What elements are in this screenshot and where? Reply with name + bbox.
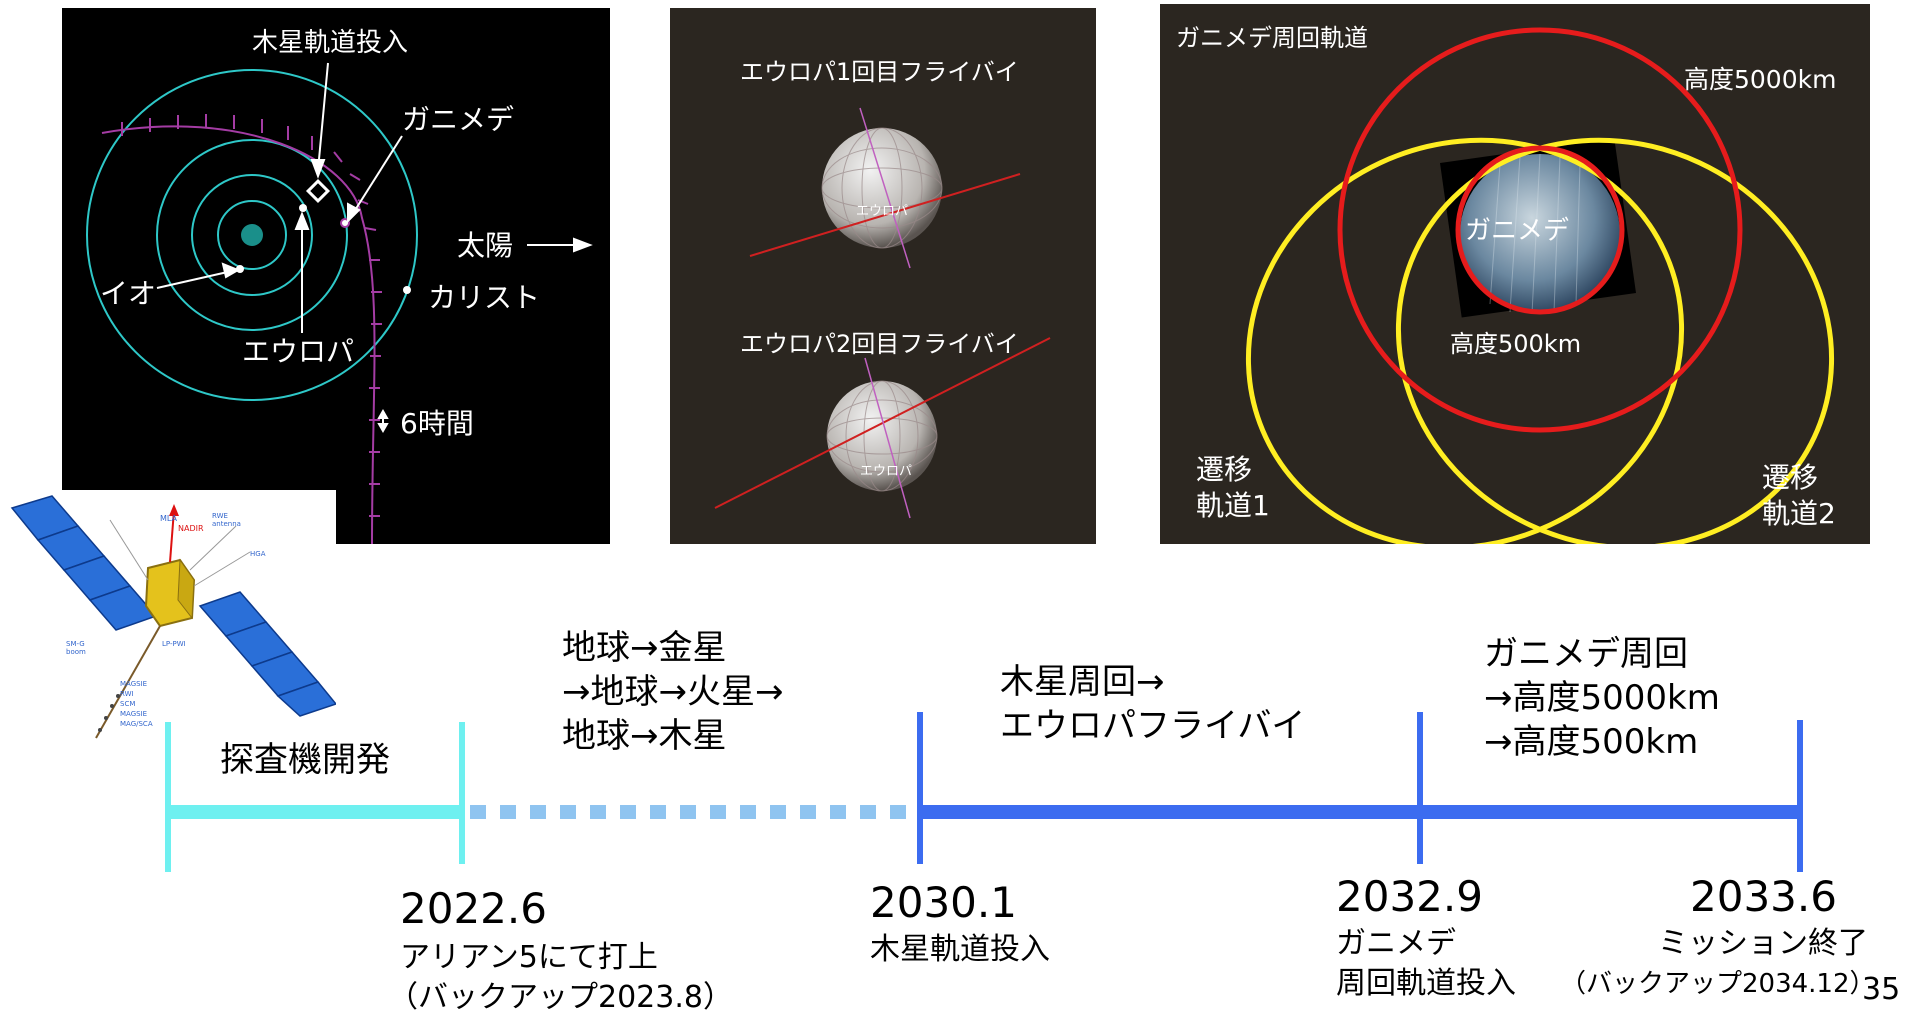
europa-label-1: エウロパ xyxy=(856,204,909,219)
europa-label-2: エウロパ xyxy=(860,464,913,479)
label-ganymede-center: ガニメデ xyxy=(1465,216,1570,246)
label-alt-5000: 高度5000km xyxy=(1684,65,1837,94)
label-transfer-1: 遷移 軌道1 xyxy=(1196,452,1270,524)
europa-marker xyxy=(299,204,307,212)
transfer-1-line2: 軌道1 xyxy=(1196,489,1270,522)
phase-jupiter-line1: 木星周回→ xyxy=(1000,662,1165,702)
milestone-launch-desc1: アリアン5にて打上 xyxy=(400,940,658,975)
europa-sphere-1 xyxy=(822,128,942,248)
phase-cruise-line3: 地球→木星 xyxy=(562,716,727,756)
milestone-end-desc: ミッション終了 （バックアップ2034.12） xyxy=(1560,924,1876,1004)
milestone-launch-year: 2022.6 xyxy=(400,884,547,933)
milestone-joi-desc: 木星軌道投入 xyxy=(870,932,1050,967)
milestone-end-desc1: ミッション終了 xyxy=(1658,926,1868,961)
ganymede-orbit-diagram xyxy=(1245,27,1835,551)
milestone-goi-desc: ガニメデ 周回軌道投入 xyxy=(1336,924,1516,1004)
milestone-goi-desc2: 周回軌道投入 xyxy=(1336,966,1516,1001)
sc-label-smg: SM-G boom xyxy=(66,640,86,656)
jupiter-orbit-panel: 木星軌道投入 ガニメデ 太陽 イオ カリスト エウロパ 6時間 xyxy=(62,8,610,545)
label-six-hours: 6時間 xyxy=(400,407,474,440)
flyby2-title: エウロパ2回目フライバイ xyxy=(740,330,1019,358)
jupiter-body xyxy=(241,224,263,246)
flyby1-title: エウロパ1回目フライバイ xyxy=(740,58,1019,86)
milestone-end-year: 2033.6 xyxy=(1690,872,1837,921)
ganymede-panel-title: ガニメデ周回軌道 xyxy=(1176,24,1368,52)
europa-flyby-panel: エウロパ1回目フライバイ エウロパ エウロパ2回目フライバイ エウロパ xyxy=(670,8,1096,544)
milestone-goi-year: 2032.9 xyxy=(1336,872,1483,921)
page-number: 35 xyxy=(1862,972,1901,1007)
ganymede-sphere xyxy=(1460,154,1620,314)
label-europa: エウロパ xyxy=(242,335,355,368)
sc-label-hga: HGA xyxy=(250,550,266,558)
label-callisto: カリスト xyxy=(428,281,541,314)
sc-label-mla: MLA xyxy=(160,514,178,523)
phase-cruise-line2: →地球→火星→ xyxy=(562,672,784,712)
phase-dev-label: 探査機開発 xyxy=(220,740,390,780)
jupiter-orbit-diagram xyxy=(86,62,593,545)
sc-label-nadir: NADIR xyxy=(178,524,204,533)
milestone-launch-desc2: （バックアップ2023.8） xyxy=(388,980,733,1015)
transfer-2-line1: 遷移 xyxy=(1762,461,1819,494)
phase-jupiter-line2: エウロパフライバイ xyxy=(1000,706,1306,746)
sc-label-rwe: RWE antenna xyxy=(212,512,241,528)
spacecraft-illustration: MLA NADIR RWE antenna HGA SM-G boom MAGS… xyxy=(0,490,338,748)
label-jupiter-orbit-insertion: 木星軌道投入 xyxy=(252,28,409,58)
europa-flyby-diagram xyxy=(714,107,1051,519)
milestone-goi-desc1: ガニメデ xyxy=(1336,926,1456,961)
phase-cruise-label: 地球→金星 →地球→火星→ 地球→木星 xyxy=(562,626,783,758)
transfer-1-line1: 遷移 xyxy=(1196,453,1253,486)
label-ganymede: ガニメデ xyxy=(402,103,515,136)
milestone-launch-desc: アリアン5にて打上 （バックアップ2023.8） xyxy=(388,938,733,1018)
sc-label-magsca: MAG/SCA xyxy=(120,720,153,728)
orbit-5000km xyxy=(1337,27,1743,433)
insertion-diamond xyxy=(305,178,331,204)
transfer-orbit-1 xyxy=(1245,137,1685,551)
label-sun: 太陽 xyxy=(457,229,514,262)
phase-ganymede-label: ガニメデ周回 →高度5000km →高度500km xyxy=(1484,632,1720,764)
label-transfer-2: 遷移 軌道2 xyxy=(1762,460,1836,532)
spacecraft-drawing xyxy=(10,495,338,739)
milestone-end-desc2: （バックアップ2034.12） xyxy=(1560,969,1876,999)
sc-label-lppwi: LP-PWI xyxy=(162,640,186,648)
sc-label-scm: SCM xyxy=(120,700,136,708)
ganymede-orbit-panel: ガニメデ周回軌道 高度5000km ガニメデ 高度500km 遷移 軌道1 遷移… xyxy=(1160,4,1870,551)
phase-cruise-line1: 地球→金星 xyxy=(562,628,727,668)
sc-label-magsie1: MAGSIE xyxy=(120,680,148,688)
phase-ganymede-line3: →高度500km xyxy=(1484,722,1699,762)
phase-ganymede-line1: ガニメデ周回 xyxy=(1484,634,1688,674)
orbit-500km xyxy=(1455,145,1625,315)
label-alt-500: 高度500km xyxy=(1450,330,1582,358)
milestone-joi-year: 2030.1 xyxy=(870,878,1017,927)
sc-label-rwi: RWI xyxy=(120,690,134,698)
phase-ganymede-line2: →高度5000km xyxy=(1484,678,1720,718)
callisto-marker xyxy=(403,286,411,294)
transfer-orbit-2 xyxy=(1395,137,1835,551)
spacecraft-trajectory xyxy=(101,125,376,545)
sc-label-magsie2: MAGSIE xyxy=(120,710,148,718)
transfer-2-line2: 軌道2 xyxy=(1762,497,1836,530)
phase-jupiter-label: 木星周回→ エウロパフライバイ xyxy=(1000,660,1305,748)
label-io: イオ xyxy=(100,277,157,310)
